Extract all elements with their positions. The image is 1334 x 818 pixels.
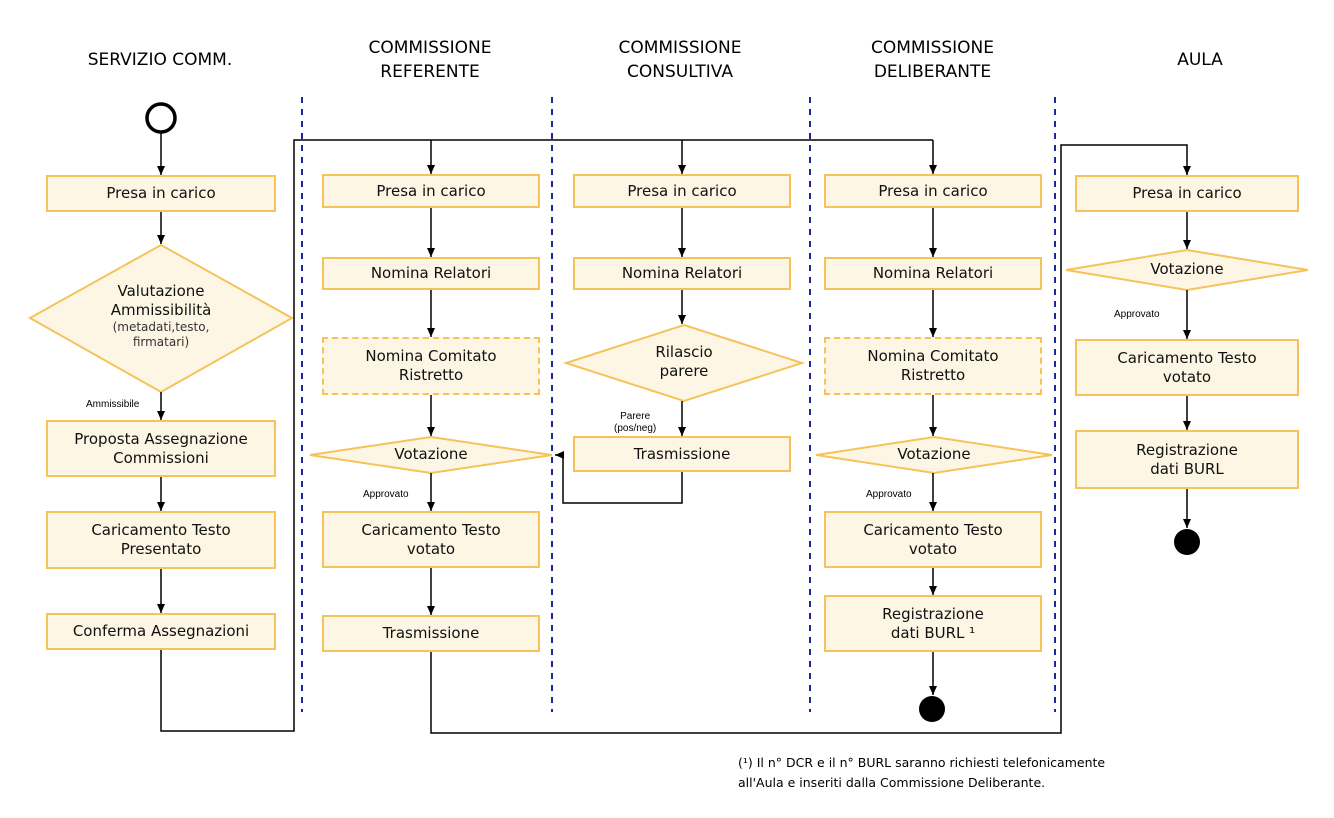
activity-label: votato	[1162, 367, 1212, 386]
activity-caricamento-testo-presentato: Caricamento Testo Presentato	[46, 511, 276, 569]
activity-label: votato	[908, 539, 958, 558]
lane-header-referente: COMMISSIONE REFERENTE	[320, 36, 540, 84]
decision-votazione-deliberante	[815, 435, 1053, 475]
activity-label: Presa in carico	[1132, 184, 1242, 202]
activity-caricamento-testo-votato: Caricamento Testo votato	[1075, 339, 1299, 396]
activity-label: Presa in carico	[106, 184, 216, 202]
activity-label: Trasmissione	[633, 444, 731, 463]
activity-label: Nomina Relatori	[872, 264, 994, 282]
decision-line: Rilascio	[655, 343, 713, 361]
activity-nomina-comitato-ristretto: Nomina Comitato Ristretto	[824, 337, 1042, 395]
activity-label: Proposta Assegnazione	[74, 429, 248, 448]
guard-label-approvato: Approvato	[1114, 309, 1160, 320]
decision-label-votazione: Votazione	[351, 445, 511, 464]
activity-label: dati BURL	[1150, 459, 1224, 478]
activity-label: Presa in carico	[878, 181, 988, 200]
decision-line: Valutazione	[117, 282, 205, 300]
footnote: (¹) Il n° DCR e il n° BURL saranno richi…	[738, 753, 1105, 793]
lane-header-deliberante: COMMISSIONE DELIBERANTE	[820, 36, 1045, 84]
activity-trasmissione: Trasmissione	[573, 436, 791, 472]
decision-label-votazione: Votazione	[854, 445, 1014, 464]
decision-line: Votazione	[897, 445, 971, 463]
flow-connectors	[157, 133, 1191, 734]
activity-label: Nomina Relatori	[370, 264, 492, 282]
decision-note: firmatari)	[132, 335, 190, 349]
guard-label-ammissibile: Ammissibile	[86, 399, 140, 410]
activity-nomina-relatori: Nomina Relatori	[824, 257, 1042, 290]
lane-header-consultiva: COMMISSIONE CONSULTIVA	[565, 36, 795, 84]
lane-title: AULA	[1177, 50, 1223, 70]
decision-line: parere	[659, 362, 709, 380]
end-node-aula	[1174, 529, 1200, 555]
decision-line: Votazione	[1150, 260, 1224, 278]
activity-label: Presa in carico	[627, 181, 737, 200]
activity-label: Nomina Relatori	[621, 264, 743, 282]
lane-title: COMMISSIONE	[618, 38, 742, 58]
connector-to-aula	[430, 144, 1191, 734]
lane-title: SERVIZIO COMM.	[87, 50, 233, 70]
activity-registrazione-dati-burl: Registrazione dati BURL	[1075, 430, 1299, 489]
activity-caricamento-testo-votato: Caricamento Testo votato	[824, 511, 1042, 568]
decision-line: Votazione	[394, 445, 468, 463]
guard-line: Parere	[620, 411, 651, 422]
lane-title: DELIBERANTE	[873, 62, 992, 82]
guard-label-approvato: Approvato	[866, 489, 912, 500]
activity-nomina-relatori: Nomina Relatori	[322, 257, 540, 290]
activity-label: dati BURL ¹	[890, 623, 976, 642]
activity-presa-in-carico: Presa in carico	[322, 174, 540, 208]
activity-label: Registrazione	[1136, 440, 1238, 459]
activity-label: Ristretto	[900, 366, 966, 384]
guard-label-parere: Parere (pos/neg)	[614, 411, 656, 435]
activity-label: Ristretto	[398, 366, 464, 384]
activity-caricamento-testo-votato: Caricamento Testo votato	[322, 511, 540, 568]
activity-label: Trasmissione	[382, 624, 480, 642]
activity-label: Nomina Comitato	[365, 347, 497, 365]
activity-conferma-assegnazioni: Conferma Assegnazioni	[46, 613, 276, 650]
activity-label: Presa in carico	[376, 181, 486, 200]
activity-presa-in-carico: Presa in carico	[46, 175, 276, 212]
guard-label-approvato: Approvato	[363, 489, 409, 500]
lane-title: REFERENTE	[380, 62, 480, 82]
footnote-line: (¹) Il n° DCR e il n° BURL saranno richi…	[738, 755, 1106, 770]
activity-presa-in-carico: Presa in carico	[573, 174, 791, 208]
start-node	[145, 102, 177, 134]
activity-registrazione-dati-burl: Registrazione dati BURL ¹	[824, 595, 1042, 652]
footnote-line: all'Aula e inseriti dalla Commissione De…	[738, 775, 1046, 790]
activity-label: Commissioni	[113, 448, 209, 467]
activity-label: votato	[406, 539, 456, 558]
activity-trasmissione: Trasmissione	[322, 615, 540, 652]
activity-nomina-comitato-ristretto: Nomina Comitato Ristretto	[322, 337, 540, 395]
activity-label: Caricamento Testo	[863, 520, 1003, 539]
decision-label-votazione: Votazione	[1112, 260, 1262, 279]
guard-line: (pos/neg)	[614, 423, 657, 434]
connector-parere-to-votazione	[555, 451, 683, 504]
lane-title: CONSULTIVA	[627, 62, 733, 82]
lane-header-servizio: SERVIZIO COMM.	[40, 48, 280, 72]
activity-label: Caricamento Testo	[91, 521, 231, 539]
lane-title: COMMISSIONE	[368, 38, 492, 58]
activity-label: Caricamento Testo	[361, 520, 501, 539]
lane-header-aula: AULA	[1120, 48, 1280, 72]
activity-label: Registrazione	[882, 604, 984, 623]
activity-presa-in-carico: Presa in carico	[824, 174, 1042, 208]
activity-label: Conferma Assegnazioni	[72, 622, 250, 640]
connector-to-commissioni	[160, 139, 933, 732]
decision-label-rilascio-parere: Rilascio parere	[624, 343, 744, 381]
decision-note: (metadati,testo,	[112, 320, 210, 334]
end-node-deliberante	[919, 696, 945, 722]
activity-label: Caricamento Testo	[1117, 348, 1257, 367]
activity-nomina-relatori: Nomina Relatori	[573, 257, 791, 290]
decision-rilascio-parere	[562, 323, 806, 403]
lane-title: COMMISSIONE	[870, 38, 995, 58]
decision-line: Ammissibilità	[110, 301, 212, 319]
activity-label: Presentato	[120, 540, 202, 558]
activity-presa-in-carico: Presa in carico	[1075, 175, 1299, 212]
activity-proposta-assegnazione: Proposta Assegnazione Commissioni	[46, 420, 276, 477]
activity-label: Nomina Comitato	[867, 347, 999, 365]
decision-label-valutazione: Valutazione Ammissibilità (metadati,test…	[56, 282, 266, 350]
